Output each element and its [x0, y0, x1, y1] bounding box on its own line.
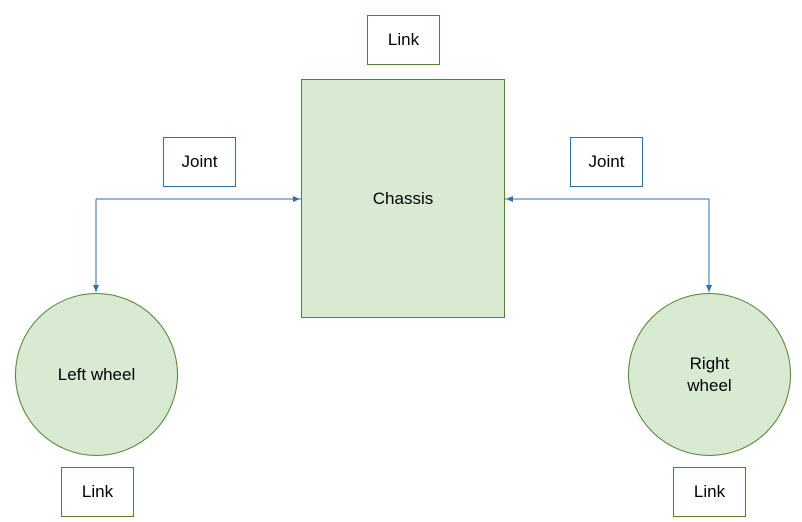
- chassis-link-label[interactable]: Link: [367, 15, 440, 65]
- left-wheel-link-text: Link: [81, 482, 114, 501]
- chassis-link-text: Link: [387, 30, 420, 49]
- left-wheel-label: Left wheel: [57, 364, 136, 384]
- right-wheel-link-text: Link: [693, 482, 726, 501]
- right-wheel-label: Right wheel: [687, 353, 732, 395]
- left-joint-label[interactable]: Joint: [163, 137, 236, 187]
- right-joint-text: Joint: [588, 152, 625, 171]
- left-wheel-node[interactable]: Left wheel: [15, 293, 178, 456]
- right-wheel-node[interactable]: Right wheel: [628, 293, 791, 456]
- left-wheel-link-label[interactable]: Link: [61, 467, 134, 517]
- right-wheel-link-label[interactable]: Link: [673, 467, 746, 517]
- chassis-label: Chassis: [372, 188, 434, 208]
- left-joint-text: Joint: [181, 152, 218, 171]
- right-joint-label[interactable]: Joint: [570, 137, 643, 187]
- chassis-node[interactable]: Chassis: [301, 79, 505, 318]
